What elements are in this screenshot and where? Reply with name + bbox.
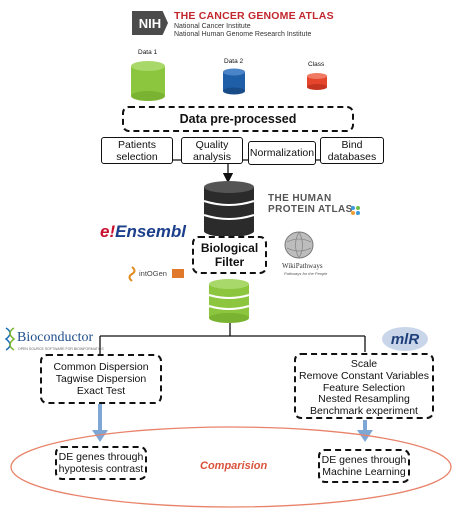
intogen-logo: intOGen: [126, 266, 186, 284]
hpa-line2: PROTEIN ATLAS: [268, 204, 353, 215]
class-database-icon: [307, 73, 327, 90]
wikipathways-globe-icon: [284, 231, 314, 259]
step-normalization: Normalization: [248, 141, 316, 165]
intogen-swirl-icon: [128, 266, 136, 282]
biological-filter-box: Biological Filter: [192, 236, 267, 274]
bioconductor-helix-icon: [4, 327, 16, 351]
comparison-ellipse: [10, 426, 452, 508]
class-label: Class: [308, 61, 325, 68]
intogen-text: intOGen: [139, 269, 167, 278]
bioconductor-subtitle: OPEN SOURCE SOFTWARE FOR BIOINFORMATICS: [18, 347, 104, 351]
step-benchmark-experiment: Benchmark experiment: [310, 405, 418, 418]
preprocess-box: Data pre-processed: [122, 106, 354, 132]
tcga-logo: NIH THE CANCER GENOME ATLAS National Can…: [132, 8, 372, 42]
result-hypothesis-box: DE genes through hypotesis contrast: [55, 446, 147, 480]
data1-database-icon: [131, 61, 165, 101]
step-bind-databases: Bind databases: [320, 137, 384, 164]
filtered-database-icon: [208, 279, 250, 323]
data2-database-icon: [223, 68, 245, 95]
result-ml-text: DE genes through Machine Learning: [321, 454, 407, 478]
bioconductor-logo: Bioconductor OPEN SOURCE SOFTWARE FOR BI…: [4, 327, 124, 355]
right-blue-arrowhead: [357, 430, 373, 442]
left-blue-arrowhead: [92, 430, 108, 442]
mlr-logo: mlR: [382, 327, 428, 351]
result-ml-box: DE genes through Machine Learning: [318, 449, 410, 483]
wikipathways-text: WikiPathways: [282, 262, 323, 270]
wikipathways-subtitle: Pathways for the People: [284, 271, 328, 276]
biological-filter-title: Biological Filter: [200, 241, 259, 269]
nih-badge: NIH: [132, 11, 168, 35]
ensembl-text: Ensembl: [115, 222, 186, 241]
tcga-subtitle-2: National Human Genome Research Institute: [174, 31, 312, 38]
nih-text: NIH: [138, 15, 162, 31]
step-exact-test: Exact Test: [76, 385, 126, 397]
ensembl-e: e!: [100, 222, 116, 241]
step-common-dispersion: Common Dispersion: [53, 361, 149, 373]
hpa-line1: THE HUMAN: [268, 193, 332, 204]
tcga-subtitle-1: National Cancer Institute: [174, 23, 251, 30]
step-patients-selection: Patients selection: [101, 137, 173, 164]
step-quality-analysis: Quality analysis: [181, 137, 243, 164]
step-nested-resampling: Nested Resampling: [318, 393, 410, 406]
result-hypothesis-text: DE genes through hypotesis contrast: [58, 451, 144, 475]
human-protein-atlas-logo: THE HUMAN PROTEIN ATLAS: [268, 193, 360, 215]
intogen-badge: [172, 269, 184, 278]
ensembl-logo: e!Ensembl: [100, 222, 186, 242]
bioconductor-text: Bioconductor: [17, 330, 94, 345]
mlr-text: mlR: [390, 330, 420, 348]
step-remove-constant-variables: Remove Constant Variables: [299, 369, 429, 382]
edger-steps-box: Common Dispersion Tagwise Dispersion Exa…: [40, 354, 162, 404]
data1-label: Data 1: [138, 49, 158, 56]
step-tagwise-dispersion: Tagwise Dispersion: [55, 373, 147, 385]
data2-label: Data 2: [224, 58, 244, 65]
mlr-steps-box: Scale Remove Constant Variables Feature …: [294, 353, 434, 419]
hpa-dots-icon: [351, 206, 360, 215]
merged-database-icon: [203, 181, 255, 237]
step-scale: Scale: [350, 358, 378, 370]
comparison-label: Comparision: [200, 460, 268, 472]
tcga-title: THE CANCER GENOME ATLAS: [174, 10, 334, 22]
step-feature-selection: Feature Selection: [322, 381, 406, 394]
preprocess-title: Data pre-processed: [179, 112, 297, 126]
